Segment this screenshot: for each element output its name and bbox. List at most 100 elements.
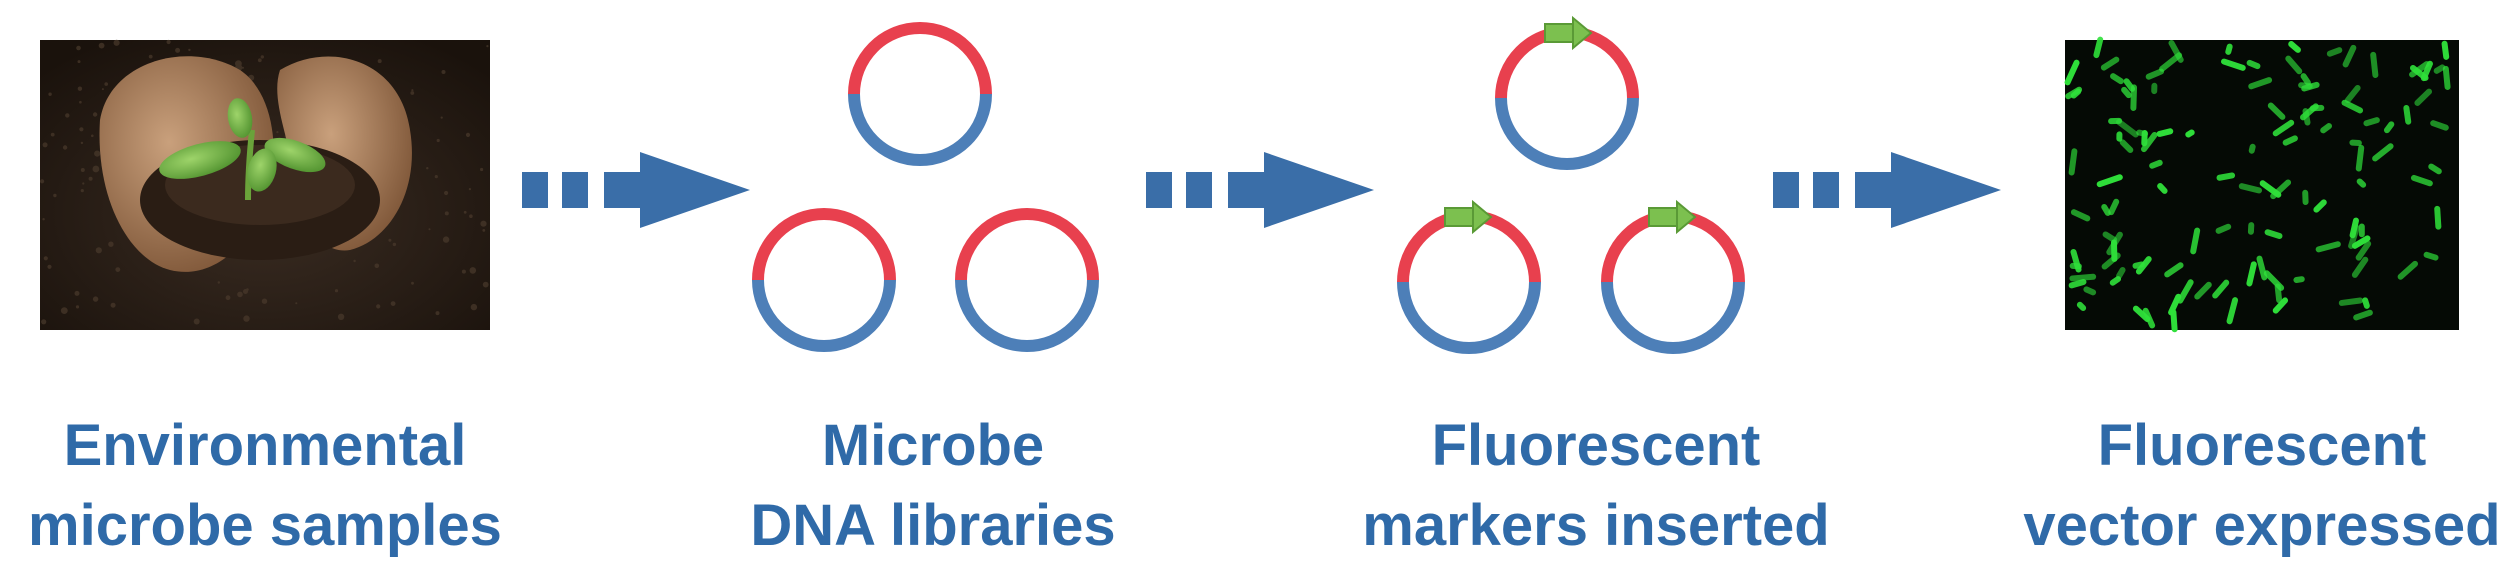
soil-speck <box>175 47 181 53</box>
bacterium <box>2164 262 2184 278</box>
bacterium <box>2142 307 2156 329</box>
fluorescent-bacteria-micrograph <box>2064 36 2459 333</box>
bacterium <box>2116 131 2123 142</box>
soil-speck <box>115 267 121 272</box>
bacterium <box>2370 51 2379 79</box>
soil-speck <box>42 218 45 221</box>
soil-speck <box>469 214 473 218</box>
soil-speck <box>486 45 489 48</box>
soil-speck <box>374 263 380 269</box>
soil-speck <box>92 112 98 117</box>
bacterium <box>2140 131 2158 153</box>
bacterium <box>2247 222 2255 235</box>
soil-speck <box>463 210 467 214</box>
step-2-label-line-2: DNA libraries <box>750 493 1115 558</box>
soil-speck <box>42 142 48 148</box>
bacterium <box>2083 286 2097 296</box>
soil-speck <box>40 179 45 184</box>
bacterium <box>2221 58 2246 71</box>
bacterium <box>2433 64 2446 74</box>
bacterium <box>2410 174 2433 187</box>
soil-speck <box>480 167 484 172</box>
bacterium <box>2123 78 2136 92</box>
soil-speck <box>166 39 171 45</box>
plasmid-icon <box>955 208 1099 352</box>
soil-speck <box>75 305 80 309</box>
bacterium <box>2383 121 2395 134</box>
soil-speck <box>92 165 100 173</box>
soil-speck <box>243 315 250 322</box>
plasmid-cluster <box>752 22 1099 352</box>
bacterium <box>2116 266 2126 279</box>
bacterium <box>2274 283 2283 304</box>
plasmid-icon <box>1601 199 1745 354</box>
soil-speck <box>65 113 70 118</box>
soil-speck <box>113 39 120 46</box>
step-2-label-line-1: Microbe <box>822 413 1044 478</box>
soil-speck <box>392 242 397 247</box>
bacterium <box>2216 172 2236 181</box>
soil-speck <box>193 318 200 325</box>
plasmid-icon <box>1495 15 1639 170</box>
soil-speck <box>461 269 466 274</box>
soil-speck <box>444 211 449 216</box>
soil-speck <box>411 281 414 285</box>
soil-speck <box>95 247 102 254</box>
bacterium <box>2096 174 2123 188</box>
bacterium <box>2115 118 2139 138</box>
bacterium <box>2145 68 2165 80</box>
bacterium <box>2246 261 2257 287</box>
soil-speck <box>470 303 478 311</box>
soil-speck <box>98 42 105 49</box>
plasmid-icon <box>848 22 992 166</box>
soil-seedling-photo <box>40 39 490 330</box>
soil-speck <box>411 89 414 92</box>
bacterium <box>2315 241 2341 253</box>
bacterium <box>2157 183 2168 194</box>
bacterium <box>2326 47 2343 57</box>
bacterium <box>2351 256 2369 278</box>
soil-speck <box>410 91 415 95</box>
soil-speck <box>50 132 55 137</box>
soil-speck <box>444 190 449 196</box>
soil-speck <box>440 116 443 119</box>
soil-speck <box>276 131 279 134</box>
bacterium <box>2248 143 2256 154</box>
soil-speck <box>80 189 84 193</box>
bacterium <box>2363 117 2380 127</box>
bacterium <box>2409 61 2430 78</box>
bacterium <box>2215 223 2232 234</box>
marker-arrow-icon <box>1544 15 1593 51</box>
bacterium <box>2119 139 2134 154</box>
bacterium <box>2100 56 2120 71</box>
soil-speck <box>217 281 220 284</box>
soil-speck <box>468 188 471 191</box>
bacterium <box>2397 260 2419 280</box>
soil-speck <box>246 288 249 291</box>
bacterium <box>2342 44 2357 68</box>
bacterium <box>2264 229 2283 239</box>
soil-speck <box>465 132 471 137</box>
step-4-label-line-1: Fluorescent <box>2098 413 2427 478</box>
bacterium <box>2272 297 2289 314</box>
soil-speck <box>225 295 231 301</box>
bacterium <box>2156 128 2174 137</box>
bacterium <box>2344 84 2361 104</box>
soil-speck <box>482 229 486 232</box>
soil-speck <box>237 291 243 298</box>
bacterium <box>2353 309 2373 321</box>
bacterium <box>2414 88 2433 106</box>
soil-speck <box>48 92 52 96</box>
bacterium <box>2349 217 2359 239</box>
bacterium <box>2309 104 2325 112</box>
soil-speck <box>41 319 47 325</box>
bacterium <box>2358 223 2365 238</box>
step-1-label-line-1: Environmental <box>64 413 467 478</box>
bacterium <box>2267 102 2286 120</box>
bacterium <box>2168 39 2184 63</box>
bacterium <box>2070 248 2082 273</box>
plasmid-cluster-with-markers <box>1397 15 1745 354</box>
bacterium <box>2132 261 2145 269</box>
bacterium <box>2069 273 2097 282</box>
bacterium <box>2423 251 2439 261</box>
